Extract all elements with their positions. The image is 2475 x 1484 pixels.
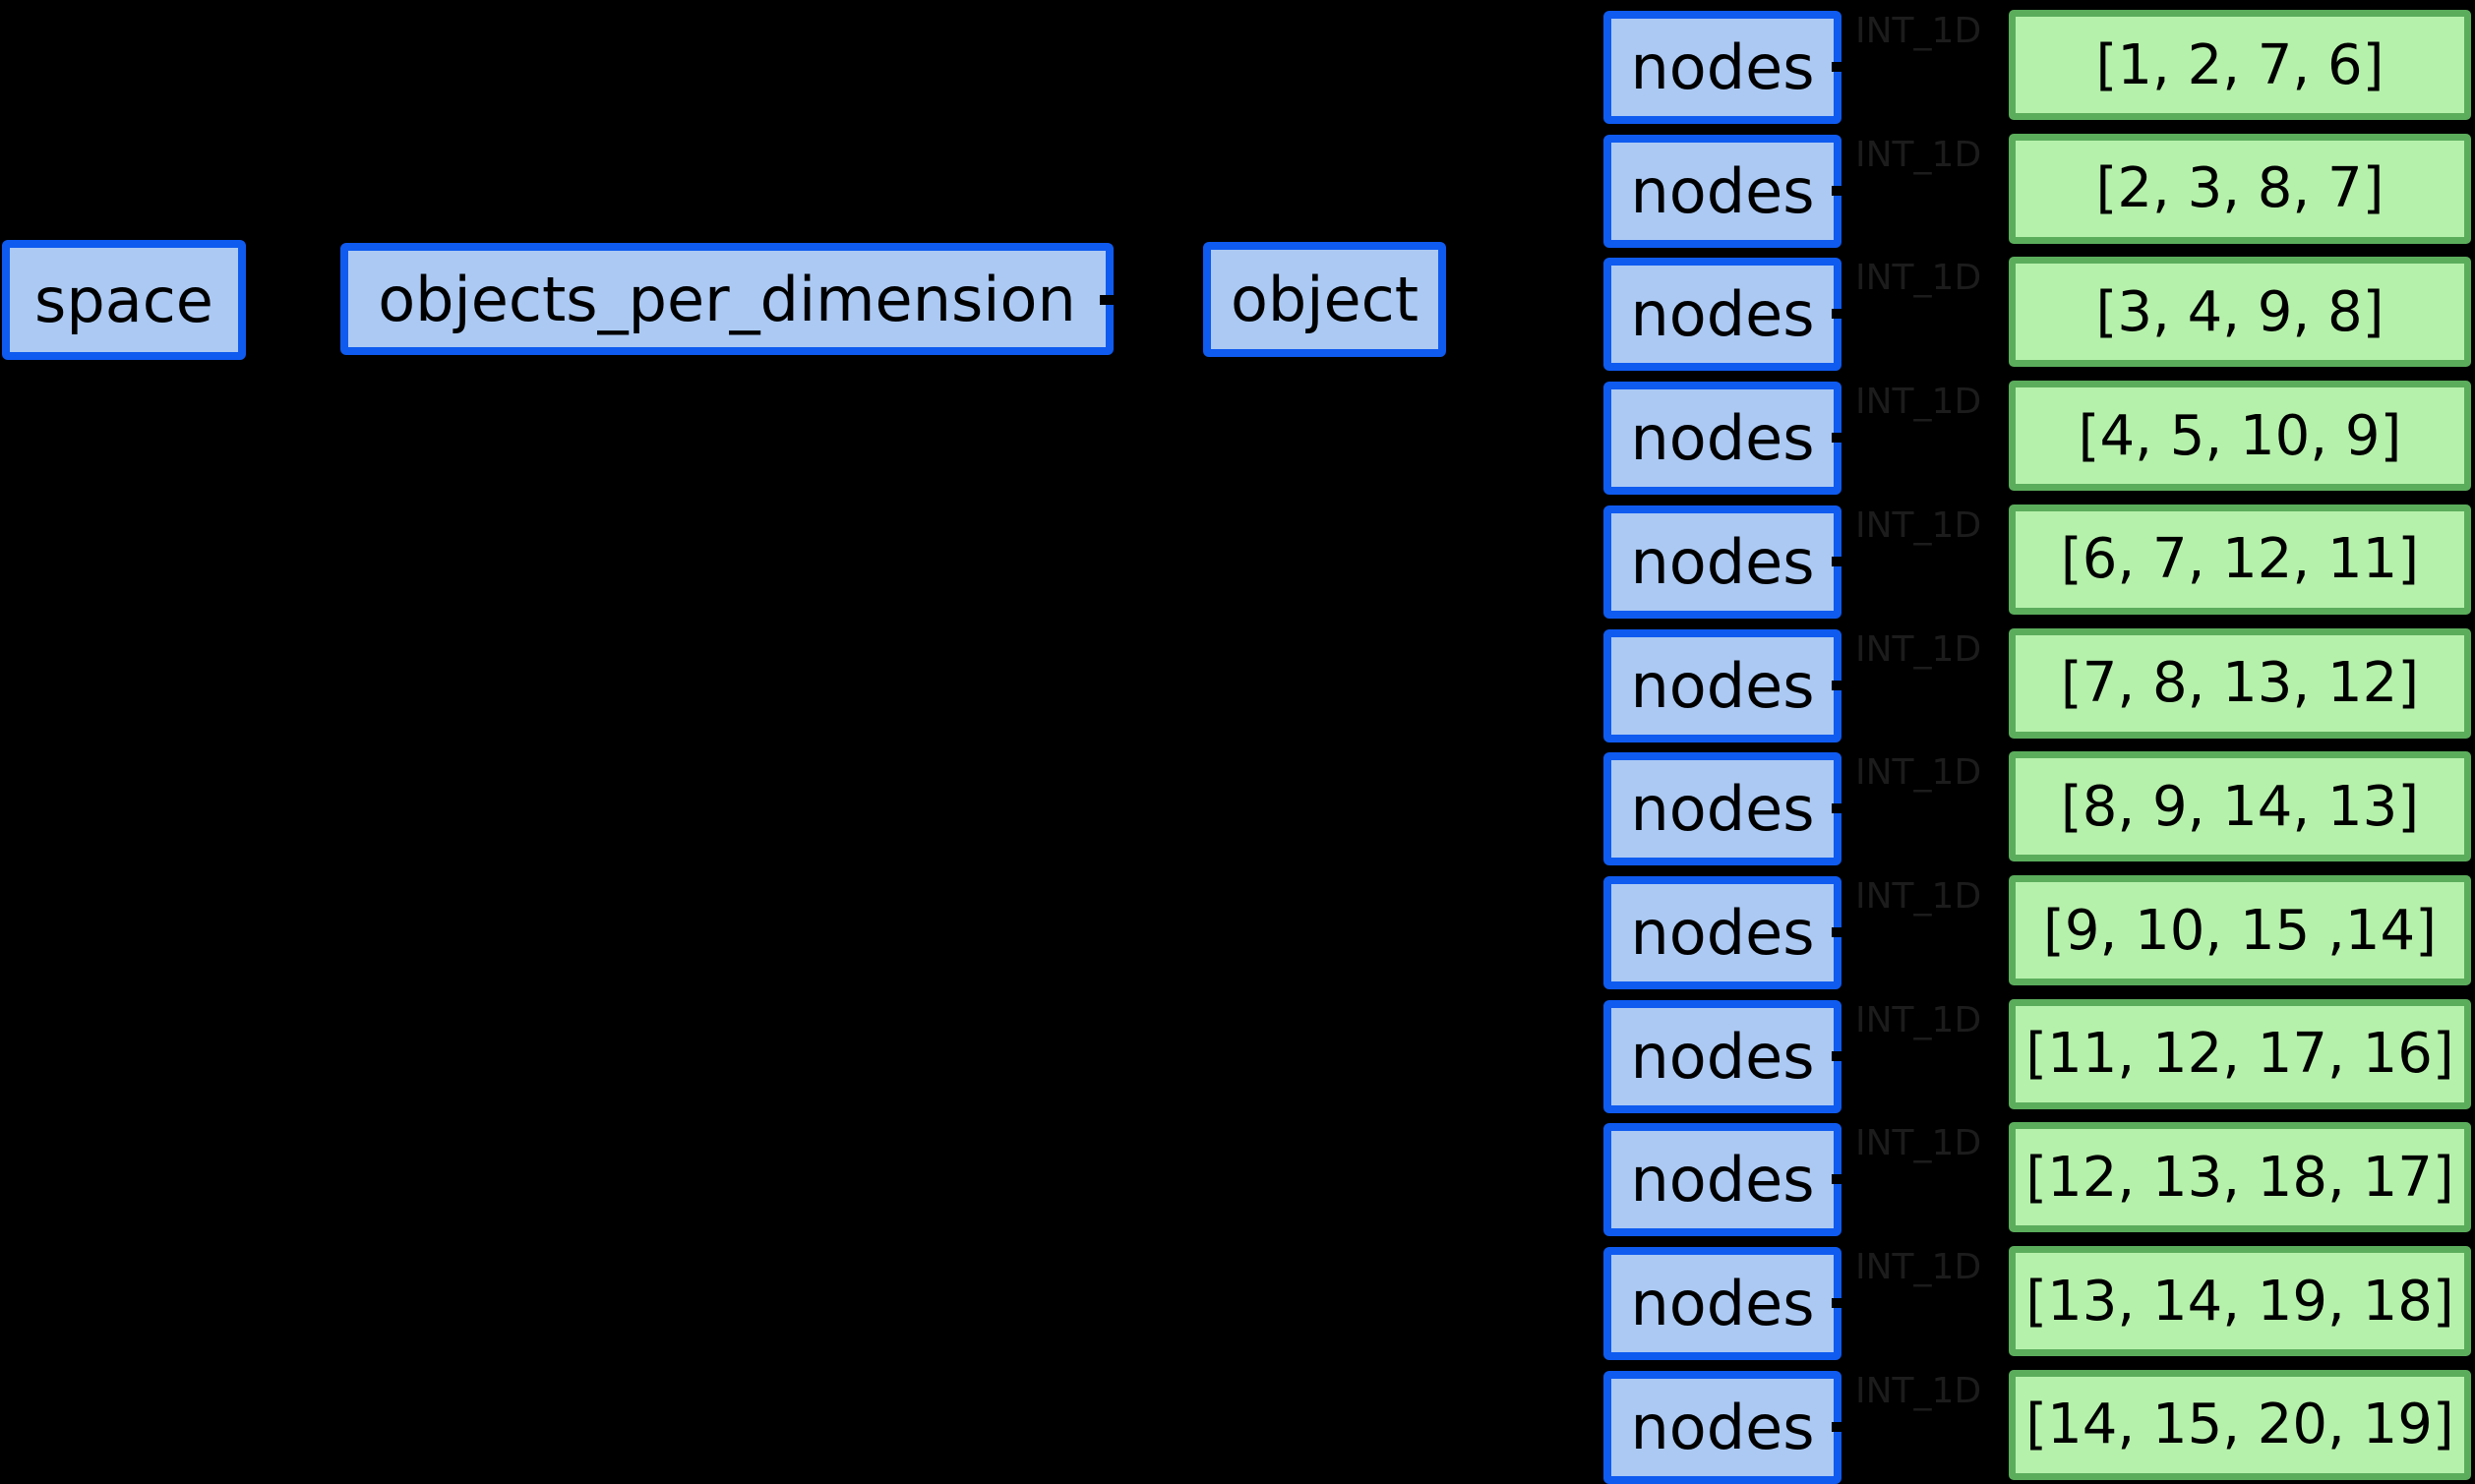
edge-type-label: INT_1D [1855, 752, 1982, 794]
array-node: [14, 15, 20, 19] [2009, 1369, 2471, 1480]
nodes-node: nodes [1603, 876, 1841, 990]
diagram-row: nodes INT_1D [1, 2, 7, 6] [0, 0, 2475, 124]
array-node: [2, 3, 8, 7] [2009, 133, 2471, 244]
nodes-label: nodes [1630, 1391, 1815, 1463]
edge-tail-icon [1832, 803, 1851, 814]
nodes-node: nodes [1603, 134, 1841, 248]
array-node: [12, 13, 18, 17] [2009, 1122, 2471, 1233]
nodes-node: nodes [1603, 1123, 1841, 1237]
nodes-label: nodes [1630, 773, 1815, 846]
array-value: [7, 8, 13, 12] [2060, 651, 2420, 716]
arrowhead-icon [1172, 288, 1203, 312]
nodes-node: nodes [1603, 1370, 1841, 1484]
array-node: [4, 5, 10, 9] [2009, 381, 2471, 492]
diagram-row: nodes INT_1D [7, 8, 13, 12] [0, 619, 2475, 742]
diagram-row: nodes INT_1D [13, 14, 19, 18] [0, 1236, 2475, 1361]
array-node: [8, 9, 14, 13] [2009, 751, 2471, 862]
nodes-label: nodes [1630, 1268, 1815, 1340]
nodes-node: nodes [1603, 1247, 1841, 1361]
object-node: object [1203, 242, 1446, 357]
array-value: [6, 7, 12, 11] [2060, 527, 2420, 592]
edge-tail-icon [1832, 1421, 1851, 1432]
nodes-label: nodes [1630, 525, 1815, 598]
edge-type-label: INT_1D [1855, 876, 1982, 918]
space-node-label: space [34, 264, 213, 336]
edge-type-label: INT_1D [1855, 382, 1982, 423]
edge-type-label: INT_1D [1855, 505, 1982, 546]
nodes-label: nodes [1630, 1144, 1815, 1217]
edge-tail-icon [1832, 309, 1851, 320]
edge-type-label: INT_1D [1855, 11, 1982, 51]
array-node: [1, 2, 7, 6] [2009, 10, 2471, 120]
edge-type-label: INT_1D [1855, 258, 1982, 299]
edge-type-label: INT_1D [1855, 1123, 1982, 1164]
diagram-row: nodes INT_1D [6, 7, 12, 11] [0, 495, 2475, 619]
edge-type-label: INT_1D [1855, 999, 1982, 1040]
array-value: [11, 12, 17, 16] [2025, 1022, 2454, 1087]
array-value: [14, 15, 20, 19] [2025, 1393, 2454, 1457]
edge-tail-icon [1832, 1174, 1851, 1185]
diagram-row: nodes INT_1D [3, 4, 9, 8] [0, 247, 2475, 372]
diagram-row: nodes INT_1D [14, 15, 20, 19] [0, 1360, 2475, 1484]
edge-tail-icon [1832, 433, 1851, 444]
objects-per-dimension-label: objects_per_dimension [378, 263, 1076, 335]
nodes-node: nodes [1603, 752, 1841, 866]
array-node: [11, 12, 17, 16] [2009, 998, 2471, 1109]
nodes-node: nodes [1603, 258, 1841, 372]
array-value: [8, 9, 14, 13] [2060, 774, 2420, 839]
nodes-label: nodes [1630, 1020, 1815, 1093]
nodes-label: nodes [1630, 154, 1815, 227]
array-node: [13, 14, 19, 18] [2009, 1246, 2471, 1357]
nodes-label: nodes [1630, 278, 1815, 351]
array-value: [2, 3, 8, 7] [2095, 156, 2384, 221]
nodes-node: nodes [1603, 11, 1841, 124]
array-value: [4, 5, 10, 9] [2078, 403, 2402, 468]
array-node: [7, 8, 13, 12] [2009, 627, 2471, 739]
edge-tail-icon [1832, 680, 1851, 690]
object-node-label: object [1230, 264, 1419, 335]
nodes-node: nodes [1603, 999, 1841, 1113]
edge-type-label: INT_1D [1855, 1370, 1982, 1411]
diagram-row: nodes INT_1D [4, 5, 10, 9] [0, 371, 2475, 496]
array-value: [13, 14, 19, 18] [2025, 1269, 2454, 1334]
edge-tail-icon [1832, 185, 1851, 196]
nodes-label: nodes [1630, 31, 1815, 103]
array-node: [6, 7, 12, 11] [2009, 504, 2471, 615]
nodes-node: nodes [1603, 628, 1841, 742]
diagram-row: nodes INT_1D [2, 3, 8, 7] [0, 124, 2475, 248]
nodes-node: nodes [1603, 382, 1841, 496]
nodes-label: nodes [1630, 897, 1815, 970]
array-value: [9, 10, 15 ,14] [2043, 898, 2437, 963]
array-value: [3, 4, 9, 8] [2095, 279, 2384, 344]
diagram-row: nodes INT_1D [12, 13, 18, 17] [0, 1112, 2475, 1237]
diagram-row: nodes INT_1D [9, 10, 15 ,14] [0, 865, 2475, 990]
diagram-row: nodes INT_1D [11, 12, 17, 16] [0, 989, 2475, 1113]
edge-tail-icon [1100, 295, 1119, 305]
space-node: space [2, 240, 246, 360]
edge-type-label: INT_1D [1855, 1247, 1982, 1288]
edge-tail-icon [1832, 927, 1851, 938]
nodes-label: nodes [1630, 649, 1815, 722]
array-value: [12, 13, 18, 17] [2025, 1145, 2454, 1210]
nodes-node: nodes [1603, 505, 1841, 619]
edge-tail-icon [1832, 1050, 1851, 1061]
edge-type-label: INT_1D [1855, 628, 1982, 670]
array-node: [9, 10, 15 ,14] [2009, 875, 2471, 986]
array-node: [3, 4, 9, 8] [2009, 257, 2471, 368]
diagram-row: nodes INT_1D [8, 9, 14, 13] [0, 742, 2475, 866]
edge-type-label: INT_1D [1855, 134, 1982, 175]
array-value: [1, 2, 7, 6] [2095, 32, 2384, 97]
objects-per-dimension-node: objects_per_dimension [340, 243, 1114, 355]
edge-tail-icon [1832, 1298, 1851, 1309]
edge-tail-icon [1832, 62, 1851, 72]
nodes-label: nodes [1630, 402, 1815, 475]
edge-tail-icon [1832, 556, 1851, 566]
